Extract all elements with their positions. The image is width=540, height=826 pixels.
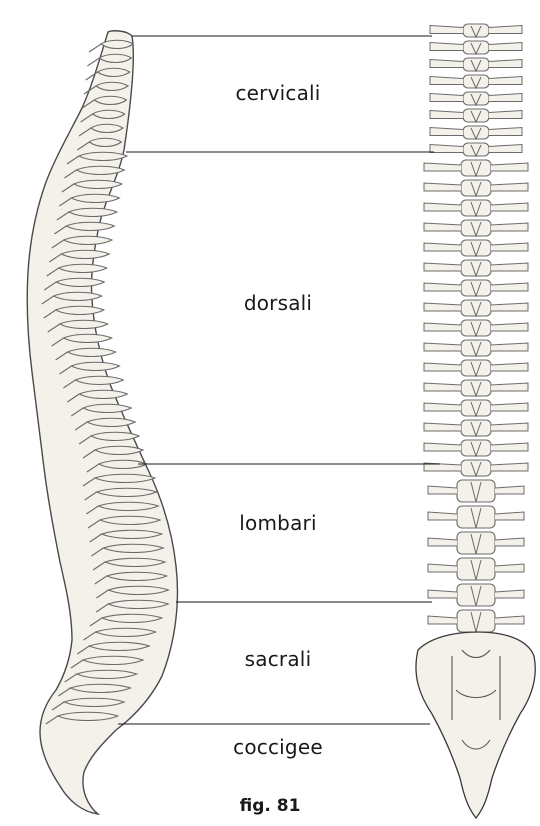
front-vertebra-body [463,75,489,88]
front-vertebra [424,260,528,276]
front-vertebra-body [461,300,491,316]
front-vertebra [430,75,522,88]
front-vertebra-body [461,180,491,196]
front-vertebra [430,24,522,37]
sacrum-shape [416,632,535,818]
front-vertebra [424,220,528,236]
front-vertebra [424,280,528,296]
front-vertebra-body [461,220,491,236]
front-vertebra [424,460,528,476]
front-vertebra-body [457,610,495,632]
label-dorsali: dorsali [178,291,378,315]
front-vertebra [424,400,528,416]
front-vertebra [424,440,528,456]
front-vertebra [424,340,528,356]
front-vertebra [424,360,528,376]
front-vertebra-body [461,380,491,396]
front-vertebra [430,143,522,156]
spine-front-view [416,24,535,818]
front-vertebra [424,200,528,216]
front-vertebra [430,109,522,122]
front-vertebra-body [463,126,489,139]
front-vertebra [428,584,524,606]
front-vertebra-body [463,58,489,71]
front-vertebra [428,480,524,502]
front-vertebra [430,58,522,71]
front-vertebra-body [457,558,495,580]
front-vertebra [424,420,528,436]
side-vertebra-process [89,44,101,52]
front-vertebra-body [457,480,495,502]
front-vertebra-body [461,240,491,256]
front-vertebra [428,558,524,580]
front-vertebra [430,126,522,139]
front-vertebra [424,160,528,176]
front-vertebra-body [457,506,495,528]
front-vertebra-body [461,160,491,176]
front-vertebra [428,610,524,632]
label-sacrali: sacrali [178,647,378,671]
front-vertebra-body [463,41,489,54]
front-vertebra-body [463,109,489,122]
front-vertebra-body [461,200,491,216]
front-vertebra-body [461,420,491,436]
label-coccigee: coccigee [178,735,378,759]
label-lombari: lombari [178,511,378,535]
front-vertebra [428,532,524,554]
front-vertebra-body [461,440,491,456]
front-vertebra-body [457,532,495,554]
front-vertebra [430,92,522,105]
figure-caption: fig. 81 [170,796,370,816]
front-vertebra-body [463,143,489,156]
front-vertebra-body [461,360,491,376]
front-vertebra [424,380,528,396]
front-vertebra-body [461,400,491,416]
front-vertebra [424,240,528,256]
front-vertebra [424,300,528,316]
front-vertebra-body [457,584,495,606]
front-vertebra [428,506,524,528]
front-vertebra-body [461,280,491,296]
front-vertebra-body [461,320,491,336]
front-vertebra [430,41,522,54]
front-vertebra-body [461,460,491,476]
front-vertebra-body [461,340,491,356]
spine-side-view [27,31,177,814]
front-vertebra-body [463,24,489,37]
front-vertebra-body [461,260,491,276]
front-vertebra [424,320,528,336]
front-vertebrae [424,24,528,632]
front-vertebra [424,180,528,196]
front-vertebra-body [463,92,489,105]
label-cervicali: cervicali [178,81,378,105]
